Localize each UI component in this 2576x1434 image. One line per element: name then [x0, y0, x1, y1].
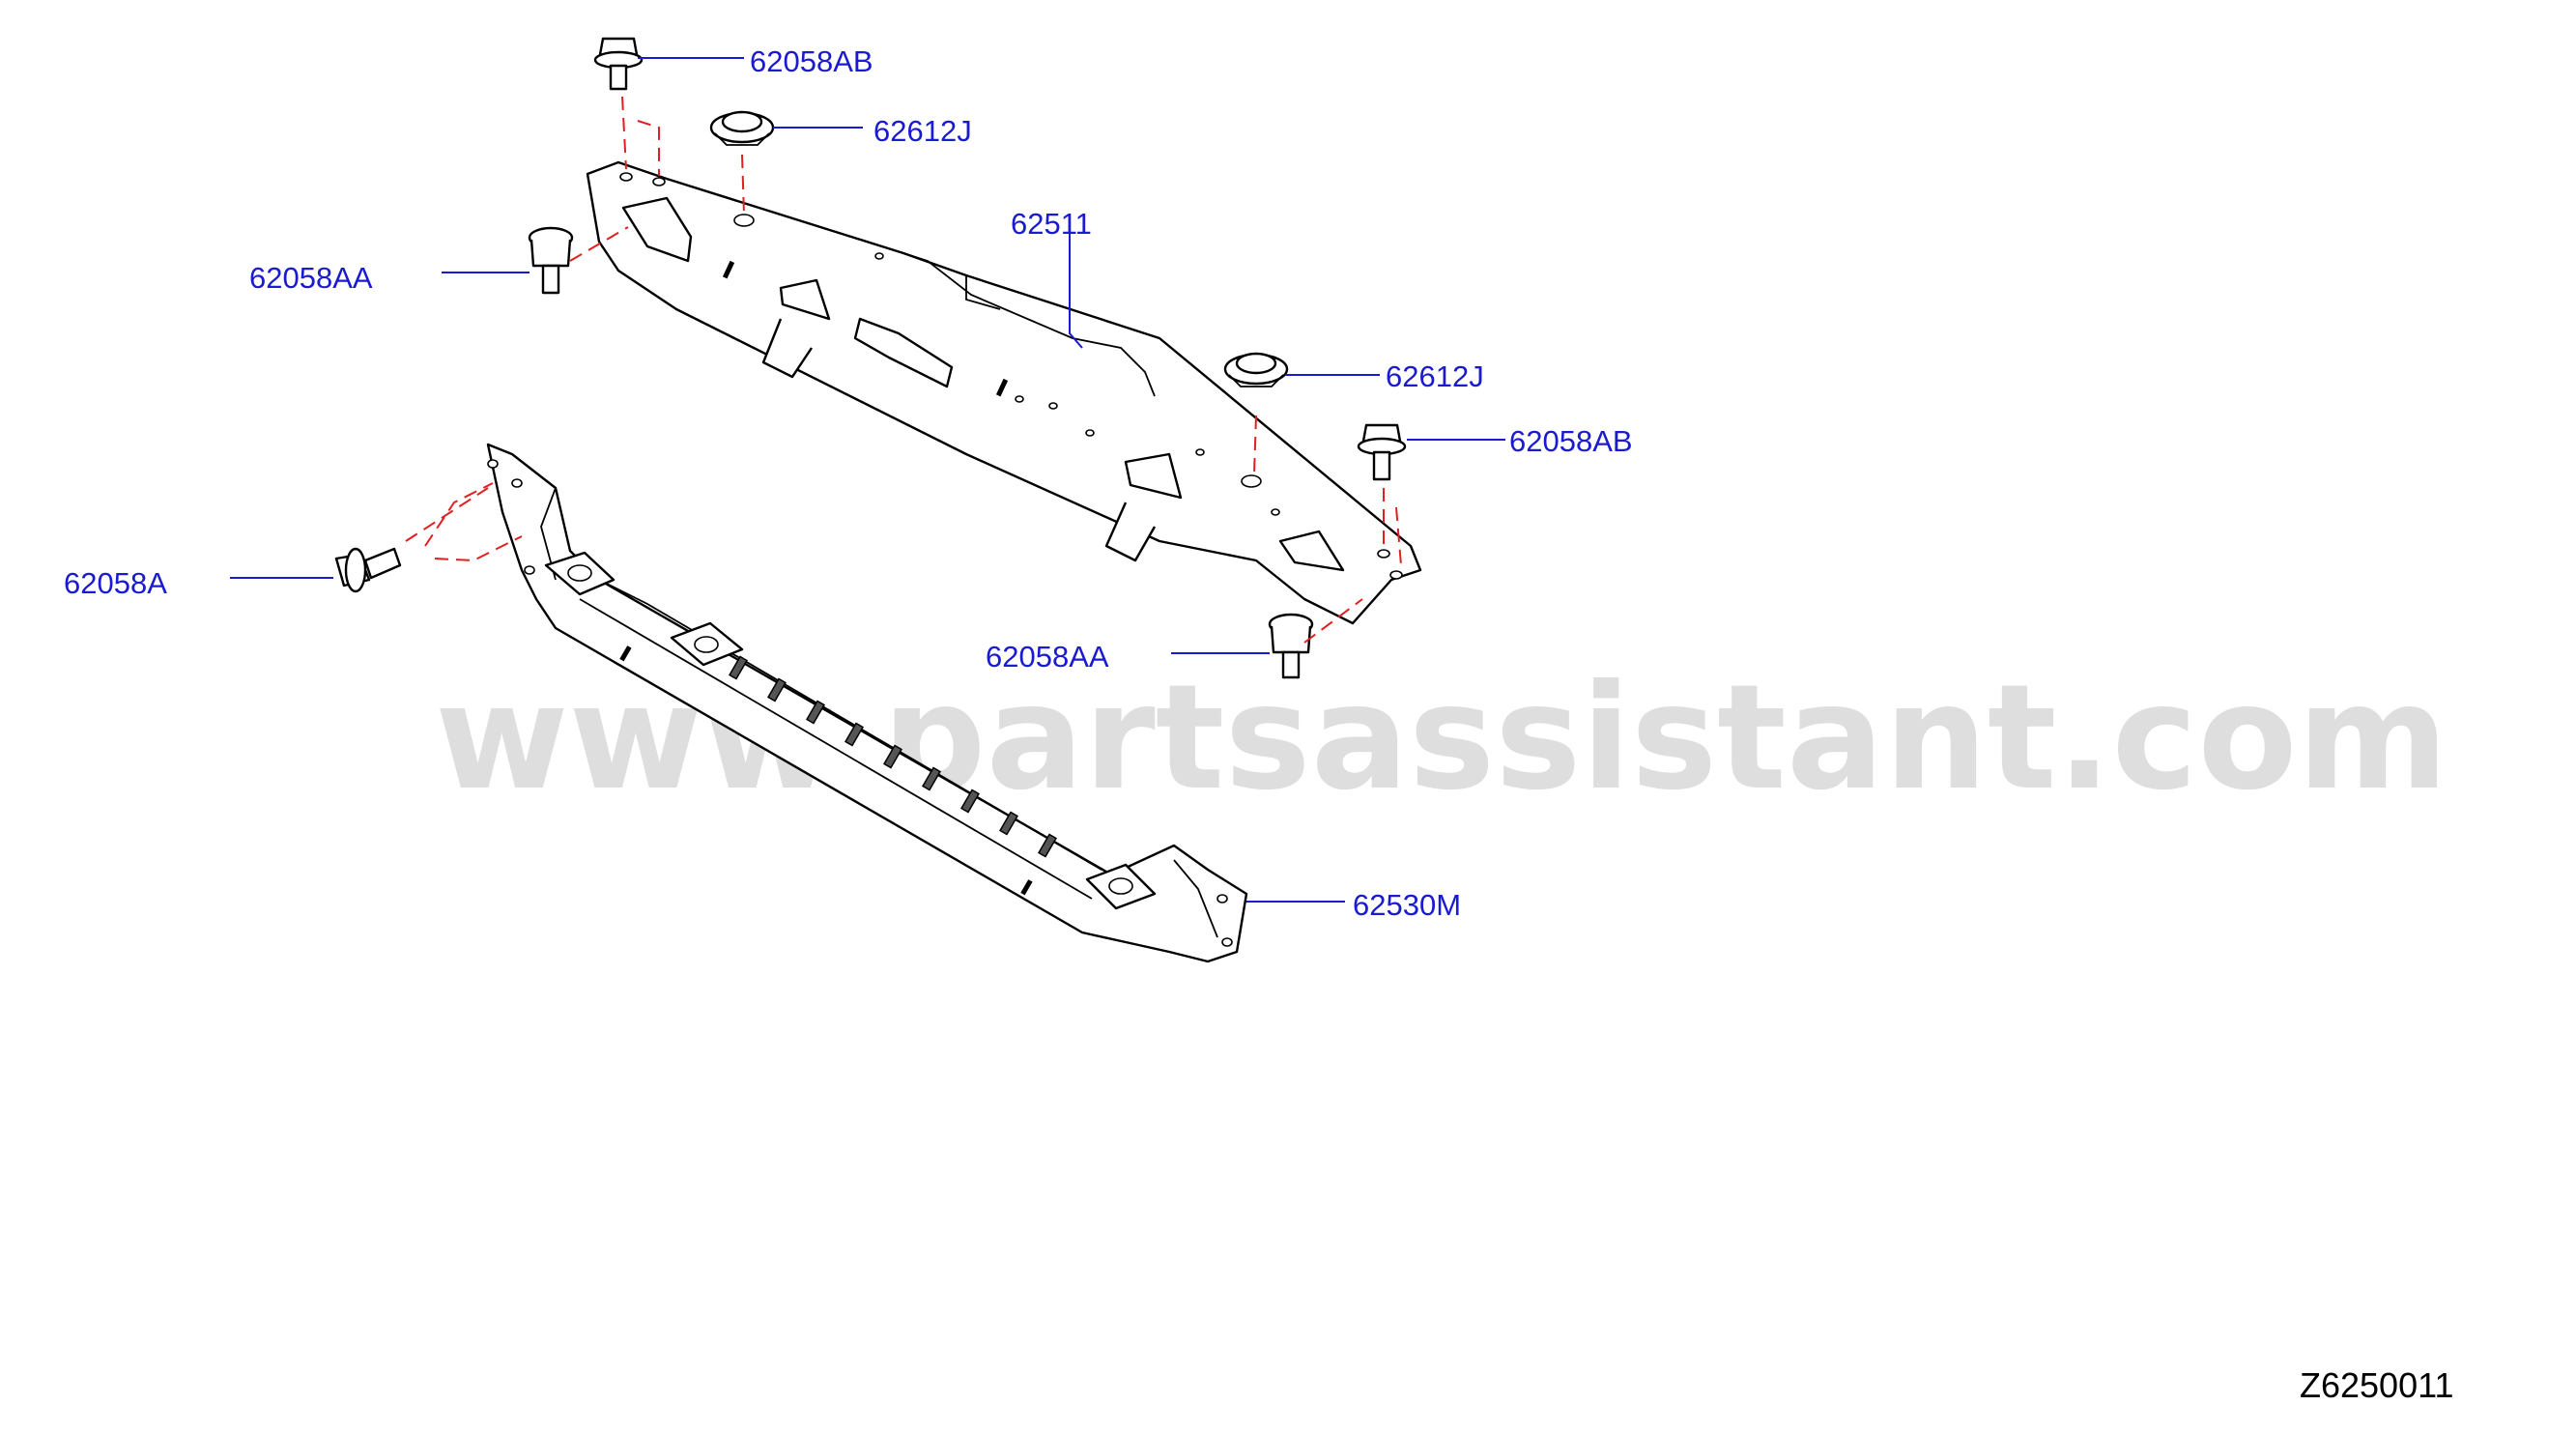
grommet-right[interactable]: [1223, 352, 1289, 387]
bolt-top-left[interactable]: [593, 37, 644, 91]
lower-radiator-support[interactable]: [486, 443, 1248, 963]
leader-lines: [230, 57, 1505, 903]
upper-radiator-support[interactable]: [586, 160, 1422, 625]
label-lower-support[interactable]: 62530M: [1353, 888, 1461, 922]
label-clip-left[interactable]: 62058AA: [249, 261, 373, 295]
label-bolt-right[interactable]: 62058AB: [1509, 424, 1633, 458]
bolt-lower-left[interactable]: [334, 547, 402, 593]
bolt-right[interactable]: [1357, 423, 1407, 481]
label-grommet-right[interactable]: 62612J: [1386, 359, 1484, 393]
label-clip-lower[interactable]: 62058AA: [986, 640, 1109, 674]
lower-support-ribs: [729, 655, 1057, 858]
grommet-top[interactable]: [709, 110, 775, 146]
clip-left[interactable]: [528, 226, 574, 295]
label-bolt-top-left[interactable]: 62058AB: [750, 44, 873, 78]
label-grommet-top[interactable]: 62612J: [873, 114, 972, 148]
clip-lower[interactable]: [1268, 613, 1314, 679]
diagram-code: Z6250011: [2300, 1365, 2453, 1405]
assembly-lines: [405, 96, 1402, 644]
label-upper-support[interactable]: 62511: [1011, 207, 1092, 241]
label-bolt-lower-left[interactable]: 62058A: [64, 566, 167, 600]
